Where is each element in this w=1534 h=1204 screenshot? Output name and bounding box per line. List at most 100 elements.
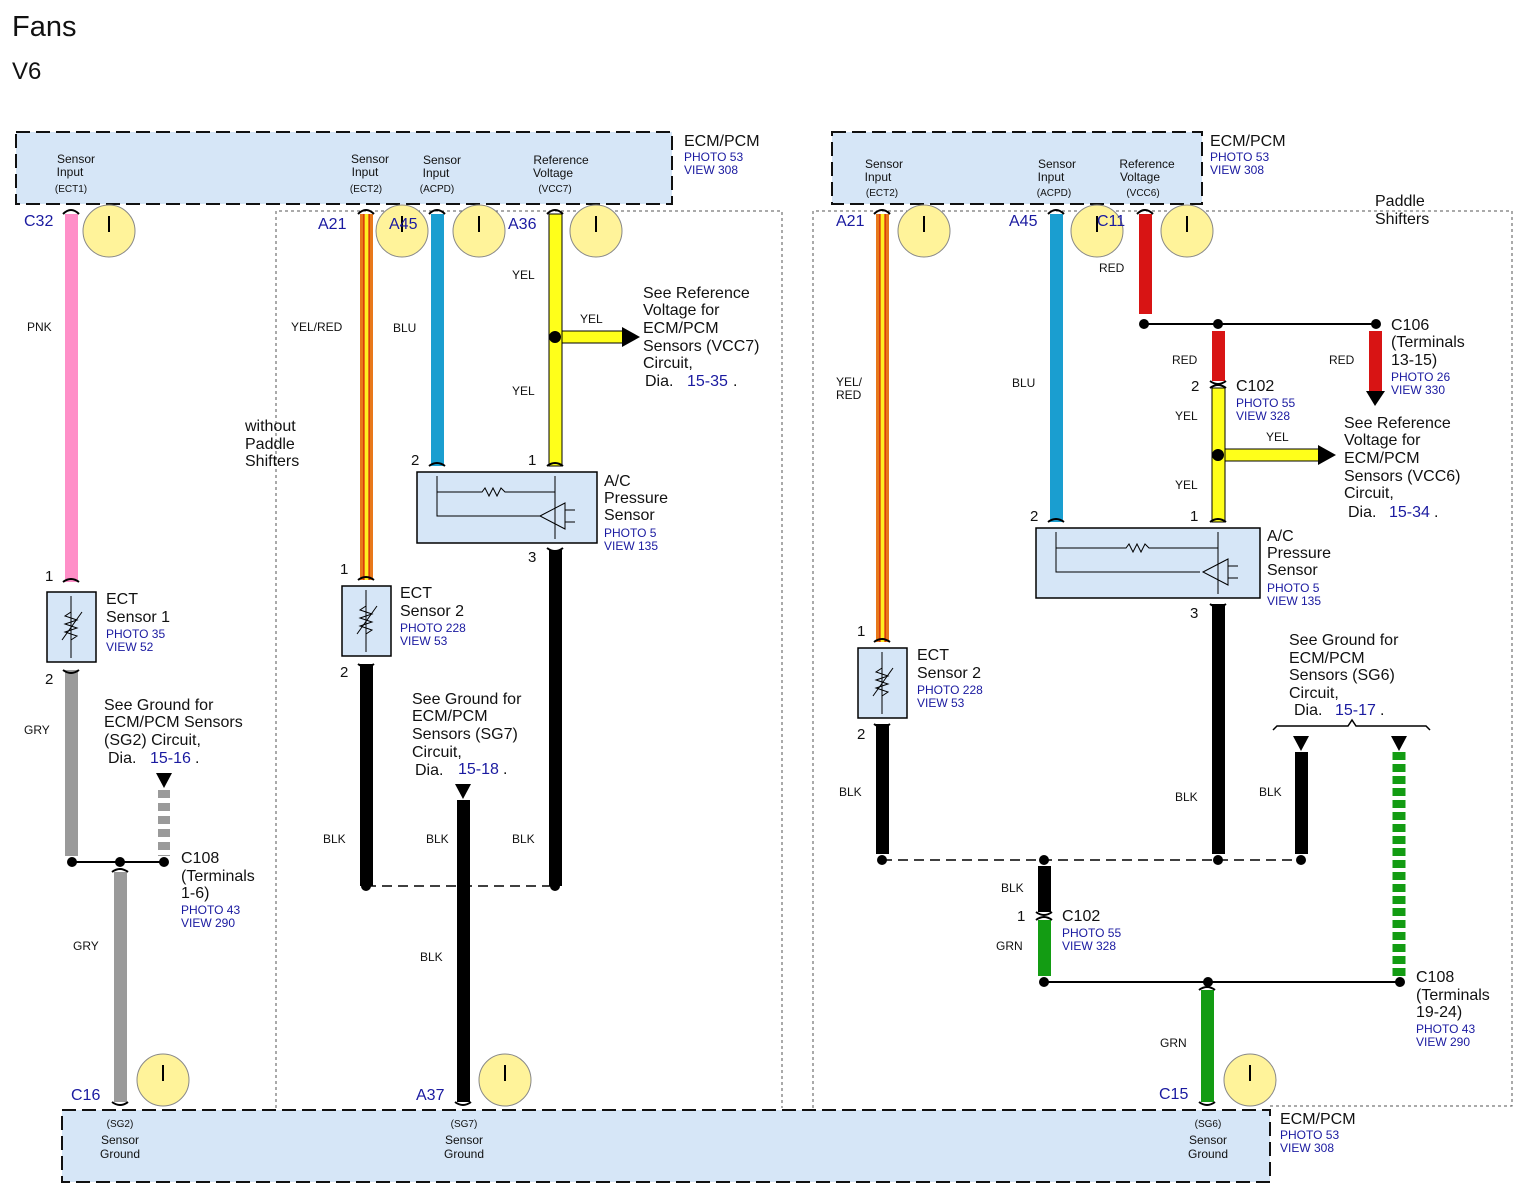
ecm-panel-bottom-labels: (SG2) Sensor Ground (SG7) Sensor Ground …	[100, 1119, 1228, 1161]
connector-c108-right: C108 (Terminals 19-24) PHOTO 43 VIEW 290	[1416, 969, 1490, 1049]
ac-pressure-sensor-left: A/C Pressure Sensor PHOTO 5 VIEW 135	[416, 471, 668, 553]
svg-text:C102: C102	[1062, 908, 1100, 925]
pin-c11: C11	[1097, 213, 1125, 230]
svg-text:PHOTO 228: PHOTO 228	[400, 621, 466, 635]
sensor-input-label: Sensor	[865, 157, 903, 171]
ecm-view: VIEW 308	[684, 163, 738, 177]
svg-text:19-24): 19-24)	[1416, 1004, 1462, 1021]
connector-c102-lower: C102 PHOTO 55 VIEW 328	[1062, 908, 1121, 953]
svg-text:Sensor 2: Sensor 2	[917, 665, 981, 682]
svg-text:ECM/PCM: ECM/PCM	[643, 320, 719, 337]
svg-text:Circuit,: Circuit,	[1289, 685, 1339, 702]
svg-text:ECM/PCM Sensors: ECM/PCM Sensors	[104, 714, 243, 731]
svg-text:Paddle: Paddle	[1375, 193, 1425, 210]
note-vcc6: See Reference Voltage for ECM/PCM Sensor…	[1344, 415, 1460, 521]
sensor-input-label: Sensor	[351, 152, 389, 166]
svg-text:VIEW 52: VIEW 52	[106, 640, 154, 654]
wire-blu	[431, 214, 444, 466]
wire-blk	[876, 724, 889, 854]
arrow-down	[455, 784, 471, 799]
sensor-ground-label: Sensor	[1189, 1133, 1227, 1147]
wire-label-gry: GRY	[24, 723, 50, 737]
svg-text:VIEW 135: VIEW 135	[604, 539, 658, 553]
ect-sensor-1: ECT Sensor 1 PHOTO 35 VIEW 52	[46, 591, 170, 663]
ecm-label: ECM/PCM	[1210, 133, 1286, 150]
page-subtitle: V6	[12, 58, 41, 85]
svg-text:Dia.: Dia.	[1348, 504, 1376, 521]
wire-label-red: RED	[1172, 353, 1198, 367]
arrows	[156, 327, 1431, 799]
sensor-input-label: Input	[1038, 170, 1065, 184]
svg-text:VIEW 328: VIEW 328	[1062, 939, 1116, 953]
vcc7-code: (VCC7)	[538, 184, 571, 195]
pin-c15: C15	[1159, 1086, 1188, 1103]
sensor-input-label: Sensor	[423, 153, 461, 167]
svg-text:Dia.: Dia.	[1294, 702, 1322, 719]
clock-icon	[478, 1053, 532, 1107]
ac-pressure-sensor-right: A/C Pressure Sensor PHOTO 5 VIEW 135	[1035, 527, 1331, 608]
clock-icon	[1070, 204, 1124, 258]
sg6-code: (SG6)	[1195, 1119, 1222, 1130]
svg-text:C108: C108	[181, 850, 219, 867]
sensor-ground-label: Ground	[100, 1147, 140, 1161]
arrow-down	[156, 773, 172, 788]
svg-text:1-6): 1-6)	[181, 885, 209, 902]
svg-text:15-35: 15-35	[687, 373, 728, 390]
pin-a45: A45	[1009, 213, 1038, 230]
clock-icon	[1160, 204, 1214, 258]
svg-text:Sensor 1: Sensor 1	[106, 609, 170, 626]
wire-blk	[360, 664, 373, 886]
svg-text:ECT: ECT	[106, 591, 138, 608]
connector-c108-left: C108 (Terminals 1-6) PHOTO 43 VIEW 290	[181, 850, 255, 930]
svg-text:(Terminals: (Terminals	[1416, 987, 1490, 1004]
svg-text:15-34: 15-34	[1389, 504, 1430, 521]
svg-text:.: .	[1434, 504, 1438, 521]
svg-text:2: 2	[411, 452, 419, 469]
svg-text:A/C: A/C	[1267, 528, 1294, 545]
wire-label-red: RED	[1329, 353, 1355, 367]
sensor-input-label: Sensor	[57, 152, 95, 166]
sensor-ground-label: Ground	[444, 1147, 484, 1161]
ecm-panel-top-right-labels: Sensor Input (ECT2) Sensor Input (ACPD) …	[865, 157, 1175, 199]
svg-text:Dia.: Dia.	[645, 373, 673, 390]
svg-text:C102: C102	[1236, 378, 1274, 395]
wire-label-blk: BLK	[839, 785, 862, 799]
svg-text:1: 1	[857, 623, 865, 640]
svg-text:.: .	[503, 761, 507, 778]
svg-text:Circuit,: Circuit,	[1344, 485, 1394, 502]
arrow-down	[1293, 736, 1309, 751]
ecm-view: VIEW 308	[1210, 163, 1264, 177]
wire-label-blu: BLU	[393, 321, 416, 335]
svg-text:Shifters: Shifters	[1375, 211, 1429, 228]
svg-text:C108: C108	[1416, 969, 1454, 986]
wire-label-yelred: YEL/	[836, 375, 863, 389]
wire-color-labels: PNK YEL/RED BLU YEL YEL YEL GRY GRY BLK …	[24, 261, 1355, 1050]
svg-text:15-18: 15-18	[458, 761, 499, 778]
arrow-down	[1366, 391, 1385, 406]
ecm-photo: PHOTO 53	[1280, 1128, 1339, 1142]
wire-label-blk: BLK	[1001, 881, 1024, 895]
wire-label-blu: BLU	[1012, 376, 1035, 390]
svg-text:ECT: ECT	[400, 585, 432, 602]
svg-text:2: 2	[1191, 378, 1199, 395]
reference-voltage-label: Reference	[533, 153, 589, 167]
svg-text:.: .	[1380, 702, 1384, 719]
region-boundaries	[275, 210, 1513, 1108]
svg-text:See Ground for: See Ground for	[412, 691, 522, 708]
svg-text:PHOTO 228: PHOTO 228	[917, 683, 983, 697]
ect1-code: (ECT1)	[55, 184, 87, 195]
svg-text:13-15): 13-15)	[1391, 352, 1437, 369]
wire-label-grn: GRN	[996, 939, 1023, 953]
svg-text:Sensors (SG6): Sensors (SG6)	[1289, 667, 1395, 684]
svg-text:Sensors (VCC7): Sensors (VCC7)	[643, 338, 759, 355]
wire-blk	[1212, 604, 1225, 854]
wire-blk	[1038, 866, 1051, 912]
svg-text:VIEW 330: VIEW 330	[1391, 383, 1445, 397]
svg-text:1: 1	[1017, 908, 1025, 925]
svg-text:A/C: A/C	[604, 473, 631, 490]
pin-a21: A21	[836, 213, 865, 230]
svg-text:3: 3	[1190, 605, 1198, 622]
svg-text:1: 1	[340, 561, 348, 578]
svg-text:2: 2	[340, 664, 348, 681]
